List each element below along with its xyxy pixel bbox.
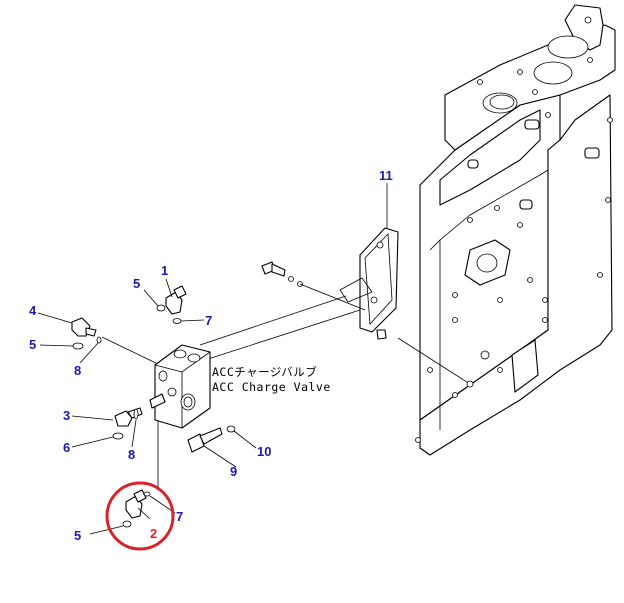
label-part-5-left: 5	[29, 337, 36, 352]
acc-charge-valve-block	[149, 344, 211, 429]
label-part-7-lower: 7	[176, 509, 183, 524]
highlight-circle	[105, 481, 175, 551]
o-ring-part-8-left	[96, 336, 102, 344]
washer-part-10	[226, 425, 236, 433]
o-ring-part-5-top	[156, 304, 166, 312]
label-part-5-lower: 5	[74, 528, 81, 543]
o-ring-part-8-lower	[133, 408, 139, 420]
label-part-2: 2	[150, 526, 157, 541]
machine-frame	[415, 4, 616, 456]
label-part-1: 1	[161, 263, 168, 278]
o-ring-part-5-lower	[122, 520, 132, 528]
leader-lines	[37, 183, 388, 535]
valve-caption: ACCチャージバルブ ACC Charge Valve	[212, 365, 331, 394]
connector-part-3	[112, 407, 143, 440]
label-part-7-top: 7	[205, 313, 212, 328]
part-labels: 1 5 7 4 5 8 3 6 8 9 10 11 7 5 2	[29, 168, 393, 543]
label-part-6: 6	[63, 440, 70, 455]
label-part-4: 4	[29, 303, 37, 318]
label-part-11: 11	[379, 168, 393, 183]
o-ring-part-6	[112, 432, 124, 440]
elbow-fitting-part-2	[122, 489, 151, 528]
label-part-9: 9	[230, 464, 237, 479]
elbow-fitting-part-1	[165, 285, 187, 324]
caption-japanese: ACCチャージバルブ	[212, 365, 317, 379]
caption-english: ACC Charge Valve	[212, 380, 331, 394]
label-part-10: 10	[257, 444, 271, 459]
label-part-8-lower: 8	[128, 447, 135, 462]
label-part-8-left: 8	[74, 363, 81, 378]
bracket-part-11	[261, 227, 399, 340]
label-part-3: 3	[63, 408, 70, 423]
o-ring-part-7-lower	[143, 491, 151, 497]
label-part-5-top: 5	[133, 276, 140, 291]
bolt-part-9	[187, 425, 236, 453]
o-ring-part-5-left	[72, 342, 84, 350]
assembly-lines	[101, 283, 474, 490]
elbow-fitting-part-4	[71, 317, 102, 350]
